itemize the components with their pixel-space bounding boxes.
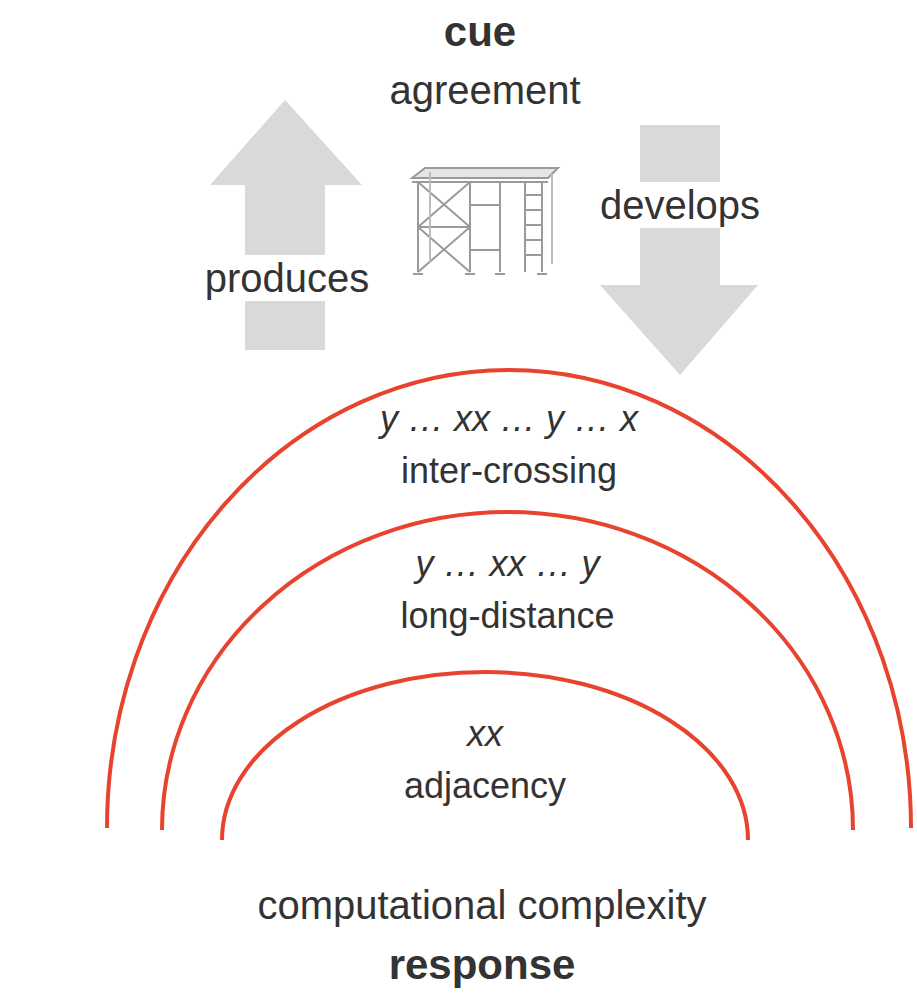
scaffold-icon <box>412 168 558 274</box>
arrow-label: produces <box>202 255 373 301</box>
pattern-formula: y … xx … y … x <box>105 393 913 445</box>
response-heading: response <box>389 942 576 988</box>
pattern-formula: xx <box>220 708 750 760</box>
cue-heading: cue <box>444 9 516 55</box>
up-arrow <box>210 100 362 350</box>
down-arrow <box>600 125 758 375</box>
arc-line <box>222 672 748 840</box>
inter-crossing-band: y … xx … y … xinter-crossing y … xx … ylo… <box>105 368 913 828</box>
band-texts: y … xx … ylong-distance <box>160 538 855 642</box>
complexity-label: computational complexity <box>257 882 706 928</box>
arc-outline <box>220 670 750 840</box>
band-name: inter-crossing <box>105 445 913 497</box>
agreement-label: agreement <box>389 67 580 113</box>
arrow-label: develops <box>597 182 763 228</box>
band-texts: xxadjacency <box>220 708 750 812</box>
long-distance-band: y … xx … ylong-distance xxadjacency <box>160 510 855 830</box>
band-name: long-distance <box>160 590 855 642</box>
pattern-formula: y … xx … y <box>160 538 855 590</box>
adjacency-band: xxadjacency <box>220 670 750 840</box>
band-name: adjacency <box>220 760 750 812</box>
band-texts: y … xx … y … xinter-crossing <box>105 393 913 497</box>
